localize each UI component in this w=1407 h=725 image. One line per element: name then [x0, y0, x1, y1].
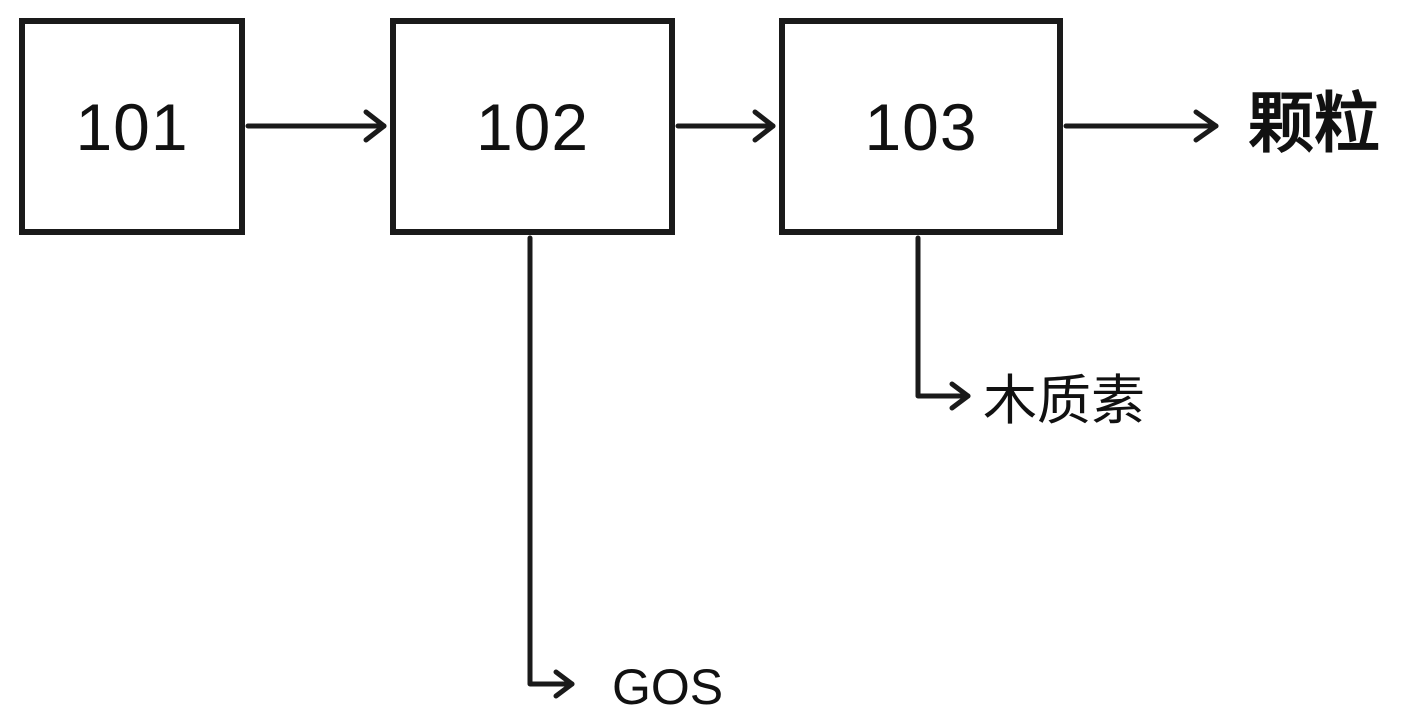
arrow-102-to-gos	[527, 235, 575, 687]
process-box-101: 101	[19, 18, 245, 235]
arrowhead-102-to-103	[752, 109, 776, 143]
arrowhead-103-to-lignin	[949, 381, 971, 411]
process-box-103: 103	[779, 18, 1063, 235]
arrowhead-101-to-102	[363, 109, 387, 143]
output-label-gos: GOS	[612, 659, 724, 715]
process-box-102-label: 102	[475, 89, 590, 164]
output-label-lignin: 木质素	[983, 369, 1145, 432]
arrow-103-to-lignin	[915, 235, 971, 399]
process-box-101-label: 101	[75, 89, 189, 164]
arrowhead-102-to-gos	[553, 669, 575, 699]
output-label-particles: 颗粒	[1248, 85, 1380, 162]
process-box-102: 102	[390, 18, 675, 235]
arrowhead-103-to-particles	[1193, 109, 1219, 143]
process-box-103-label: 103	[864, 89, 978, 164]
